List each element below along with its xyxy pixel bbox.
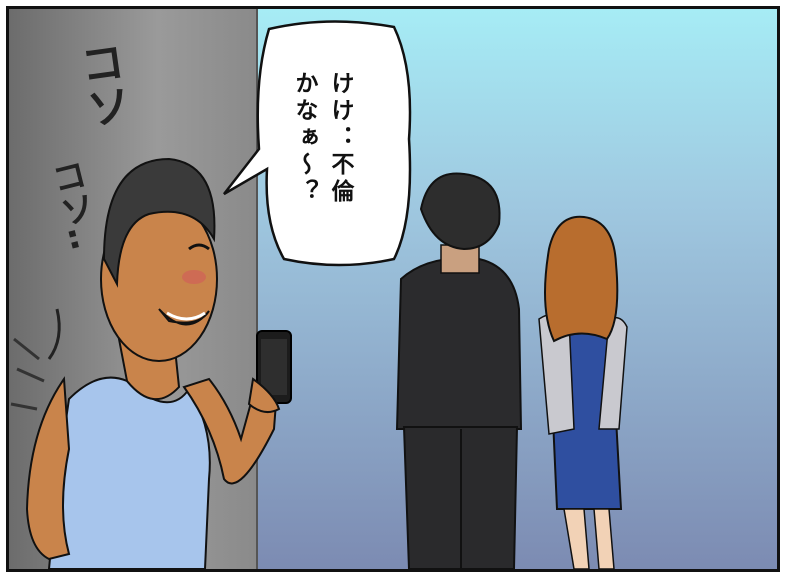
man-hair: [102, 157, 216, 288]
man-left-arm: [25, 376, 71, 561]
man-tanktop: [47, 376, 211, 569]
speech-line-2: かなぁ～？: [291, 71, 317, 206]
suit-man-torso: [395, 257, 523, 430]
comic-panel: けけ：不倫 かなぁ～？ コソ コソ‥: [6, 6, 780, 572]
suit-man-hair: [419, 172, 501, 251]
speech-bubble: [223, 20, 412, 267]
sfx-whisper-1: コソ: [70, 37, 133, 133]
woman-hair: [544, 215, 619, 343]
speech-line-1: けけ：不倫: [327, 71, 353, 206]
speech-text: けけ：不倫 かなぁ～？: [277, 71, 377, 241]
panel-artwork: [9, 9, 777, 569]
